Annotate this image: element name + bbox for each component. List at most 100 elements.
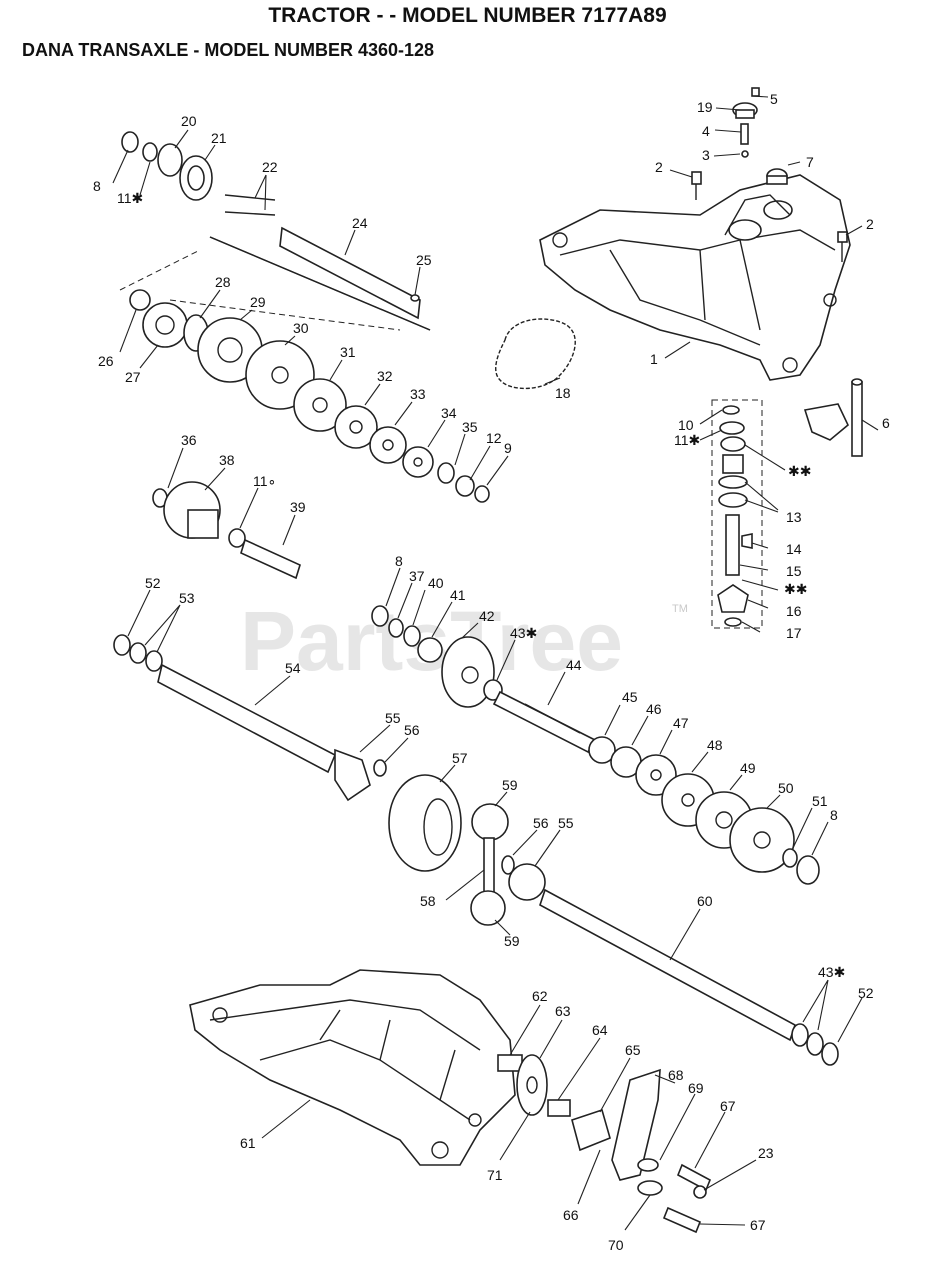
callout-57: 57 — [452, 750, 468, 766]
callout-38: 38 — [219, 452, 235, 468]
callout-52b: 52 — [858, 985, 874, 1001]
callout-5: 5 — [770, 91, 778, 107]
callout-59b: 59 — [504, 933, 520, 949]
page-title: TRACTOR - - MODEL NUMBER 7177A89 — [268, 4, 667, 27]
main-shaft-assembly — [371, 605, 820, 885]
upper-fasteners — [691, 87, 848, 262]
callout-51: 51 — [812, 793, 828, 809]
callout-11b: 11✱ — [117, 190, 143, 206]
callout-54: 54 — [285, 660, 301, 676]
callout-43a: 43✱ — [510, 625, 537, 641]
callout-70: 70 — [608, 1237, 624, 1253]
callout-67a: 67 — [720, 1098, 736, 1114]
callout-67b: 67 — [750, 1217, 766, 1233]
drive-chain — [495, 318, 576, 390]
callout-65: 65 — [625, 1042, 641, 1058]
callout-71: 71 — [487, 1167, 503, 1183]
callout-1: 1 — [650, 351, 658, 367]
bevel-shaft-stack — [711, 399, 763, 629]
callout-68: 68 — [668, 1067, 684, 1083]
callout-43b: 43✱ — [818, 964, 845, 980]
callout-55a: 55 — [385, 710, 401, 726]
callout-45: 45 — [622, 689, 638, 705]
callout-40: 40 — [428, 575, 444, 591]
callout-31: 31 — [340, 344, 356, 360]
callout-2a: 2 — [655, 159, 663, 175]
callout-69: 69 — [688, 1080, 704, 1096]
callout-25: 25 — [416, 252, 432, 268]
callout-50: 50 — [778, 780, 794, 796]
leader-lines — [112, 95, 879, 1231]
callout-61: 61 — [240, 1135, 256, 1151]
callout-15: 15 — [786, 563, 802, 579]
callout-18: 18 — [555, 385, 571, 401]
axle-shaft-right — [539, 888, 839, 1066]
watermark-tm: TM — [672, 603, 688, 615]
callout-64: 64 — [592, 1022, 608, 1038]
callout-20: 20 — [181, 113, 197, 129]
callout-46: 46 — [646, 701, 662, 717]
callout-56b: 56 — [533, 815, 549, 831]
callout-11a: 11✱ — [674, 432, 700, 448]
callout-8c: 8 — [830, 807, 838, 823]
callout-32: 32 — [377, 368, 393, 384]
callout-26: 26 — [98, 353, 114, 369]
callout-63: 63 — [555, 1003, 571, 1019]
callout-66: 66 — [563, 1207, 579, 1223]
callout-8b: 8 — [395, 553, 403, 569]
differential-ring-gear — [388, 774, 462, 872]
callout-28: 28 — [215, 274, 231, 290]
callout-21: 21 — [211, 130, 227, 146]
callout-24: 24 — [352, 215, 368, 231]
callout-52a: 52 — [145, 575, 161, 591]
callout-47: 47 — [673, 715, 689, 731]
callout-62: 62 — [532, 988, 548, 1004]
countershaft-gears — [129, 289, 490, 503]
callout-16: 16 — [786, 603, 802, 619]
callout-14: 14 — [786, 541, 802, 557]
callout-labels: 5 19 4 3 2 7 2 1 18 6 10 11✱ ✱✱ 13 14 15… — [93, 91, 890, 1253]
callout-23: 23 — [758, 1145, 774, 1161]
callout-6: 6 — [882, 415, 890, 431]
shift-bracket — [803, 378, 863, 457]
callout-44: 44 — [566, 657, 582, 673]
callout-star-2: ✱✱ — [784, 581, 807, 597]
callout-3: 3 — [702, 147, 710, 163]
callout-37: 37 — [409, 568, 425, 584]
callout-55b: 55 — [558, 815, 574, 831]
callout-13: 13 — [786, 509, 802, 525]
callout-27: 27 — [125, 369, 141, 385]
callout-33: 33 — [410, 386, 426, 402]
page-subtitle: DANA TRANSAXLE - MODEL NUMBER 4360-128 — [22, 40, 435, 60]
callout-60: 60 — [697, 893, 713, 909]
callout-2b: 2 — [866, 216, 874, 232]
callout-49: 49 — [740, 760, 756, 776]
upper-housing — [539, 174, 851, 381]
reverse-idler — [152, 481, 301, 580]
callout-8a: 8 — [93, 178, 101, 194]
callout-34: 34 — [441, 405, 457, 421]
callout-56a: 56 — [404, 722, 420, 738]
brake-shaft-assembly — [121, 131, 431, 331]
callout-star-1: ✱✱ — [788, 463, 811, 479]
axle-shaft-left — [113, 634, 387, 802]
callout-41: 41 — [450, 587, 466, 603]
callout-42: 42 — [479, 608, 495, 624]
callout-39: 39 — [290, 499, 306, 515]
callout-17: 17 — [786, 625, 802, 641]
brake-components — [497, 1054, 712, 1234]
callout-48: 48 — [707, 737, 723, 753]
callout-59a: 59 — [502, 777, 518, 793]
callout-19: 19 — [697, 99, 713, 115]
callout-9: 9 — [504, 440, 512, 456]
callout-11c: 11∘ — [253, 473, 276, 489]
callout-22: 22 — [262, 159, 278, 175]
callout-7: 7 — [806, 154, 814, 170]
callout-36: 36 — [181, 432, 197, 448]
callout-10: 10 — [678, 417, 694, 433]
callout-30: 30 — [293, 320, 309, 336]
differential-pinions — [470, 803, 546, 926]
callout-53: 53 — [179, 590, 195, 606]
callout-12: 12 — [486, 430, 502, 446]
